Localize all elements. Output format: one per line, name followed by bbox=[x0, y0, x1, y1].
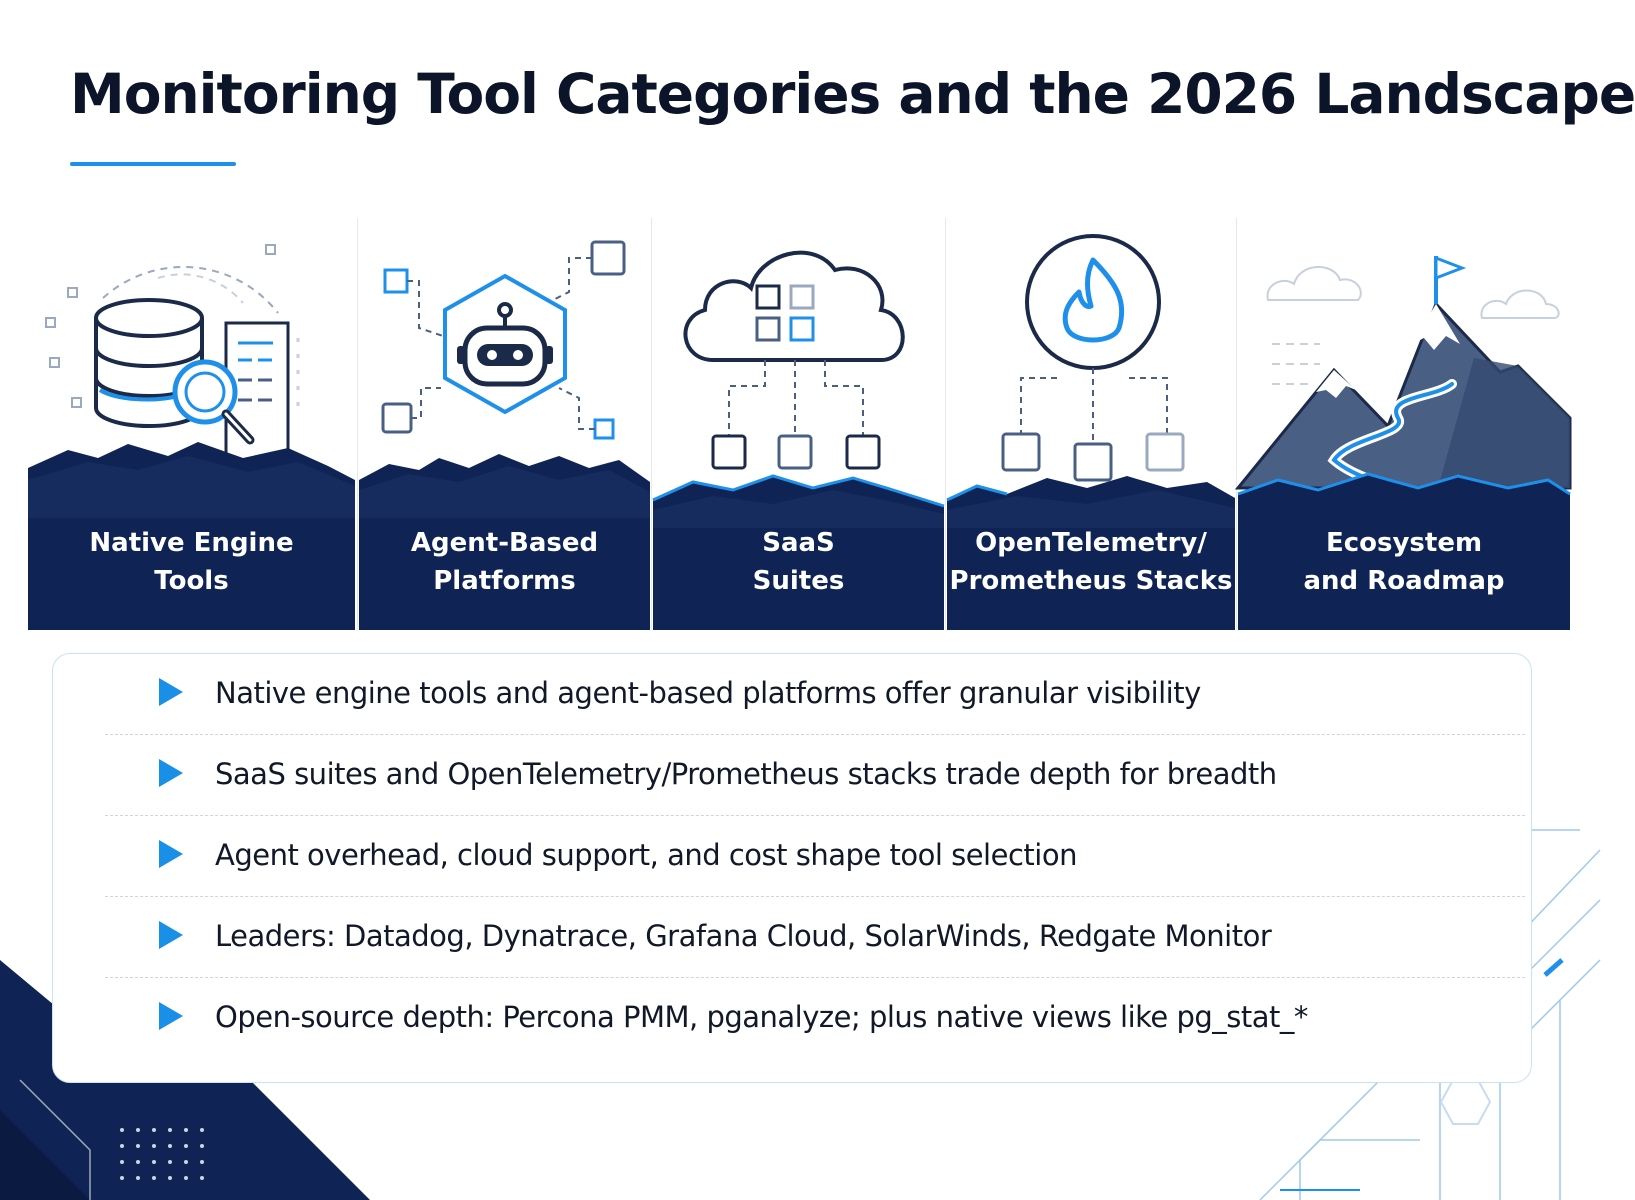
panel-divider bbox=[357, 218, 358, 630]
triangle-bullet-icon bbox=[159, 1002, 183, 1030]
bullet-card: Native engine tools and agent-based plat… bbox=[52, 653, 1532, 1083]
panel-divider bbox=[945, 218, 946, 630]
category-label: SaaS Suites bbox=[752, 528, 845, 596]
triangle-bullet-icon bbox=[159, 840, 183, 868]
triangle-bullet-icon bbox=[159, 921, 183, 949]
category-panel-native-engine: Native Engine Tools bbox=[28, 218, 355, 630]
robot-hexagon-icon bbox=[381, 240, 626, 440]
mountain-flag-icon bbox=[1234, 255, 1572, 493]
category-label: Native Engine Tools bbox=[89, 528, 294, 596]
list-item: Open-source depth: Percona PMM, pganalyz… bbox=[105, 978, 1525, 1058]
bullet-text: Leaders: Datadog, Dynatrace, Grafana Clo… bbox=[215, 919, 1272, 953]
category-panel-agent-based: Agent-Based Platforms bbox=[359, 218, 650, 630]
category-panel-ecosystem: Ecosystem and Roadmap bbox=[1234, 218, 1572, 630]
bullet-text: Native engine tools and agent-based plat… bbox=[215, 676, 1201, 710]
bullet-text: Agent overhead, cloud support, and cost … bbox=[215, 838, 1077, 872]
category-panel-saas: SaaS Suites bbox=[652, 218, 945, 630]
database-magnifier-icon bbox=[45, 244, 300, 465]
title-underline bbox=[70, 162, 236, 166]
bullet-text: SaaS suites and OpenTelemetry/Prometheus… bbox=[215, 757, 1277, 791]
category-label: Ecosystem and Roadmap bbox=[1303, 528, 1505, 596]
triangle-bullet-icon bbox=[159, 678, 183, 706]
bullet-text: Open-source depth: Percona PMM, pganalyz… bbox=[215, 1000, 1308, 1034]
category-label: OpenTelemetry/ Prometheus Stacks bbox=[949, 528, 1233, 596]
list-item: Native engine tools and agent-based plat… bbox=[105, 654, 1525, 735]
panel-divider bbox=[651, 218, 652, 630]
flame-circle-icon bbox=[1001, 234, 1185, 482]
panel-divider bbox=[1236, 218, 1237, 630]
page-title: Monitoring Tool Categories and the 2026 … bbox=[70, 62, 1635, 126]
list-item: Leaders: Datadog, Dynatrace, Grafana Clo… bbox=[105, 897, 1525, 978]
list-item: Agent overhead, cloud support, and cost … bbox=[105, 816, 1525, 897]
list-item: SaaS suites and OpenTelemetry/Prometheus… bbox=[105, 735, 1525, 816]
bullet-list: Native engine tools and agent-based plat… bbox=[105, 654, 1525, 1058]
category-panel-opentelemetry: OpenTelemetry/ Prometheus Stacks bbox=[946, 218, 1235, 630]
cloud-network-icon bbox=[683, 250, 905, 470]
category-label: Agent-Based Platforms bbox=[410, 528, 599, 596]
triangle-bullet-icon bbox=[159, 759, 183, 787]
